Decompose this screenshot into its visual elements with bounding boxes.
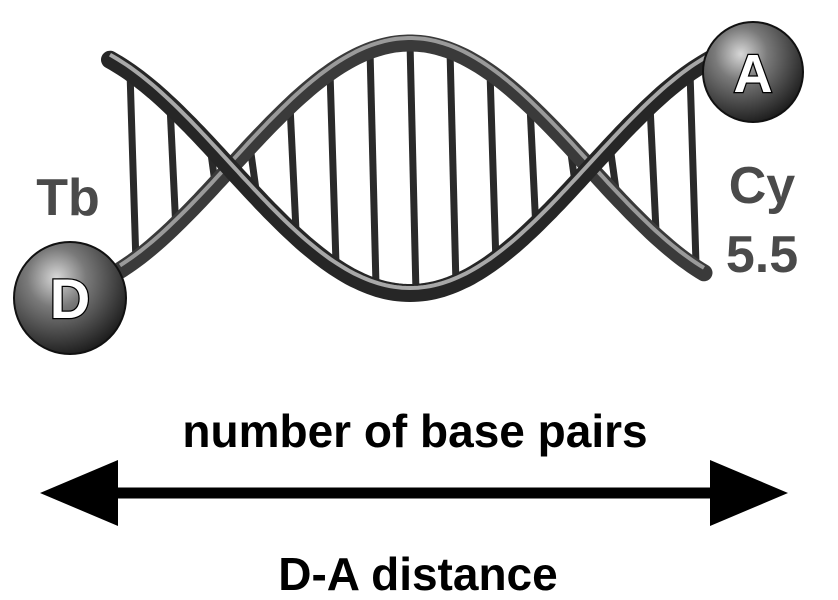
base-pair-rung [526,105,540,231]
caption-da-distance: D-A distance [278,548,557,600]
base-pair-rung [366,50,380,286]
donor-sphere: D [13,241,127,355]
base-pair-rungs [126,42,700,294]
base-pair-rung [686,72,700,264]
base-pair-rung [166,105,180,231]
caption-base-pairs: number of base pairs [182,405,647,457]
base-pair-rung [646,105,660,231]
donor-dye-label: Tb [36,169,100,227]
base-pair-rung [446,50,460,286]
base-pair-rung [126,72,140,264]
dna-strand-back-highlight [118,36,706,270]
dna-strand-front [101,48,723,303]
base-pair-rung [406,42,420,294]
base-pair-rung [486,72,500,264]
donor-label: D [50,267,90,330]
base-pair-rung [326,72,340,264]
acceptor-dye-label-line1: Cy [729,157,796,215]
acceptor-sphere: A [702,21,804,123]
acceptor-dye-label-line2: 5.5 [726,226,798,284]
dna-strand-front-highlight [109,50,715,291]
base-pair-rung [286,105,300,231]
dna-strand-back [111,34,713,282]
acceptor-label: A [734,44,773,104]
double-headed-arrow [40,460,788,526]
